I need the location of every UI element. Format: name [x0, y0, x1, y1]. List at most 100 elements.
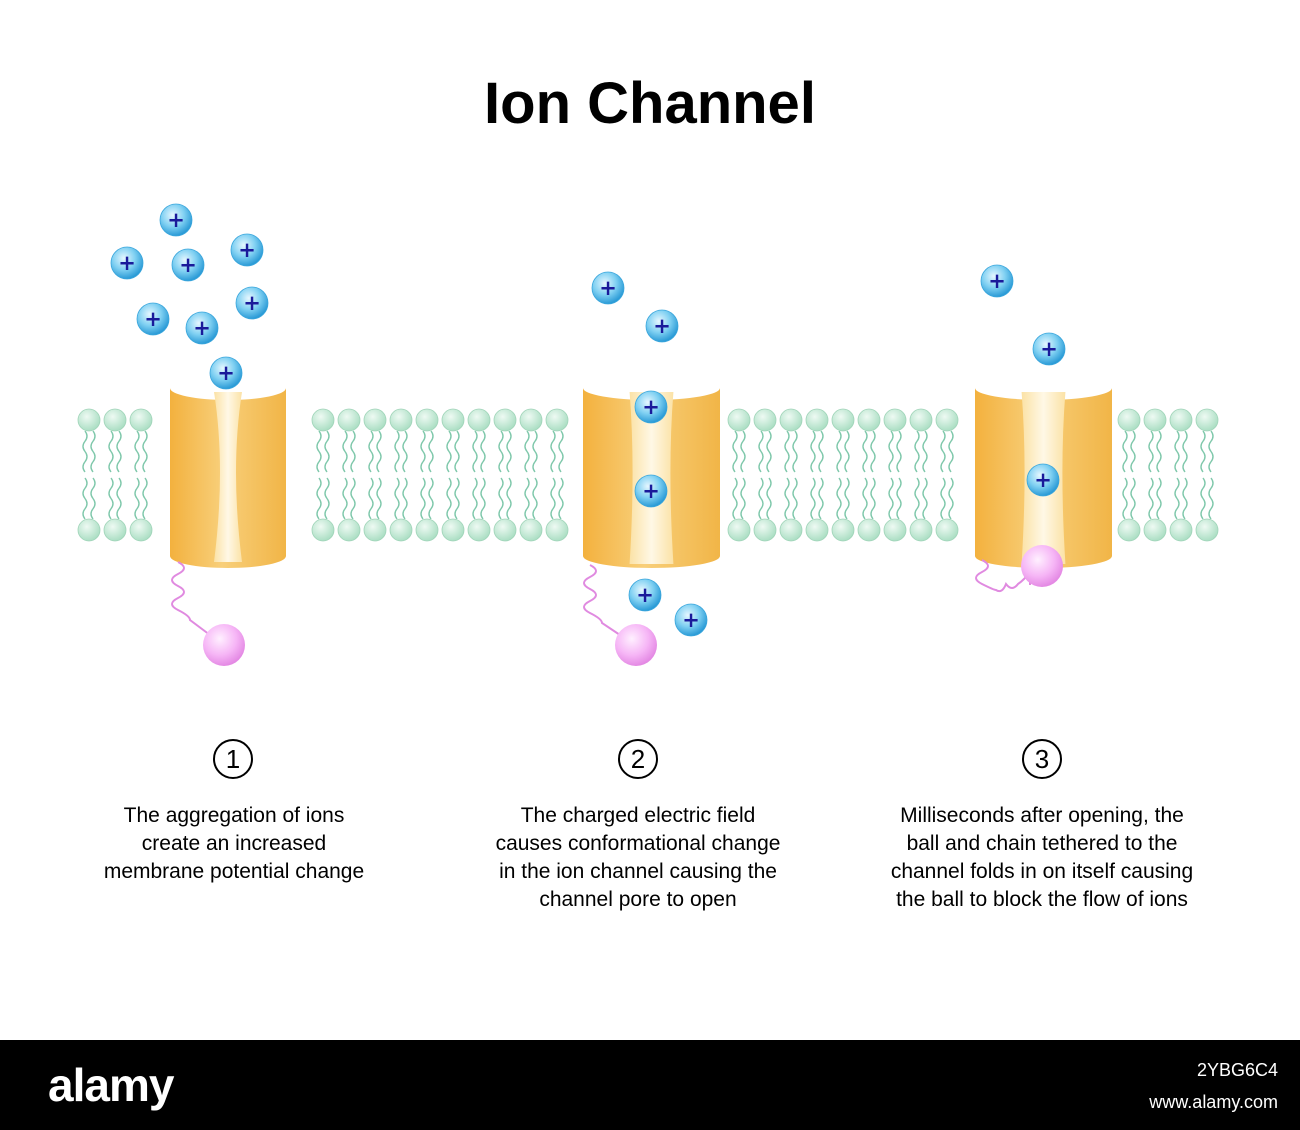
lipid-head: [337, 518, 361, 542]
lipid-tail: [454, 430, 460, 473]
ion-charge-label: +: [1040, 337, 1058, 361]
lipid-head: [727, 518, 751, 542]
lipid-tail: [498, 477, 504, 520]
caption-line: The charged electric field: [520, 804, 756, 827]
lipid-head: [1169, 408, 1193, 432]
ion-charge-label: +: [167, 208, 185, 232]
lipid-tail: [316, 477, 322, 520]
positive-ion: +: [628, 578, 662, 612]
lipid-tail: [896, 477, 902, 520]
tether-chain: [975, 559, 1031, 593]
alamy-logo: alamy: [48, 1059, 174, 1111]
lipid-tail: [454, 477, 460, 520]
lipid-head: [441, 408, 465, 432]
lipid-tail: [740, 430, 746, 473]
lipid-tail: [870, 477, 876, 520]
lipid-tail: [558, 430, 564, 473]
ion-charge-label: +: [988, 269, 1006, 293]
lipid-tail: [818, 430, 824, 473]
caption-line: in the ion channel causing the: [499, 860, 777, 883]
lipid-tail: [446, 430, 452, 473]
step-3-caption: Milliseconds after opening, the ball and…: [862, 802, 1222, 914]
lipid-tail: [732, 477, 738, 520]
lipid-head: [779, 408, 803, 432]
lipid-tail: [922, 430, 928, 473]
lipid-tail: [740, 477, 746, 520]
lipid-head: [1143, 408, 1167, 432]
ion-charge-label: +: [179, 253, 197, 277]
lipid-tail: [1130, 477, 1136, 520]
lipid-head: [883, 408, 907, 432]
lipid-head: [389, 518, 413, 542]
lipid-head: [77, 408, 101, 432]
lipid-tail: [1208, 430, 1214, 473]
lipid-tail: [1156, 477, 1162, 520]
ion-charge-label: +: [653, 314, 671, 338]
lipid-tail: [1174, 430, 1180, 473]
lipid-head: [753, 408, 777, 432]
caption-line: causes conformational change: [495, 832, 781, 855]
lipid-tail: [766, 430, 772, 473]
lipid-tail: [402, 430, 408, 473]
lipid-tail: [342, 430, 348, 473]
lipid-tail: [532, 477, 538, 520]
positive-ion: +: [634, 474, 668, 508]
ion-channel-diagram: +++++++++++++++++: [77, 203, 1219, 666]
positive-ion: +: [171, 248, 205, 282]
lipid-tail: [784, 477, 790, 520]
caption-line: channel pore to open: [539, 888, 737, 911]
positive-ion: +: [634, 390, 668, 424]
caption-line: The aggregation of ions: [123, 804, 345, 827]
positive-ion: +: [110, 246, 144, 280]
ion-charge-label: +: [642, 479, 660, 503]
lipid-head: [1195, 408, 1219, 432]
diagram-title: Ion Channel: [484, 71, 816, 136]
lipid-head: [779, 518, 803, 542]
ion-charge-label: +: [642, 395, 660, 419]
lipid-tail: [428, 430, 434, 473]
lipid-head: [935, 408, 959, 432]
lipid-tail: [142, 430, 148, 473]
lipid-tail: [844, 430, 850, 473]
ion-charge-label: +: [217, 361, 235, 385]
lipid-tail: [862, 430, 868, 473]
lipid-head: [1195, 518, 1219, 542]
lipid-tail: [402, 477, 408, 520]
inactivation-ball: [1021, 545, 1063, 587]
lipid-head: [493, 518, 517, 542]
lipid-tail: [116, 477, 122, 520]
lipid-head: [311, 408, 335, 432]
lipid-head: [519, 408, 543, 432]
lipid-head: [935, 518, 959, 542]
lipid-head: [441, 518, 465, 542]
lipid-tail: [870, 430, 876, 473]
lipid-tail: [1122, 477, 1128, 520]
lipid-tail: [316, 430, 322, 473]
lipid-tail: [792, 477, 798, 520]
lipid-head: [857, 408, 881, 432]
tether-chain: [583, 564, 621, 636]
positive-ion: +: [674, 603, 708, 637]
ion-channel-1: [170, 388, 286, 666]
ion-charge-label: +: [682, 608, 700, 632]
lipid-tail: [420, 477, 426, 520]
lipid-tail: [324, 477, 330, 520]
lipid-tail: [948, 477, 954, 520]
image-id: 2YBG6C4: [1196, 1060, 1278, 1080]
lipid-tail: [888, 477, 894, 520]
lipid-tail: [914, 430, 920, 473]
lipid-tail: [810, 430, 816, 473]
lipid-tail: [394, 430, 400, 473]
ion-charge-label: +: [1034, 468, 1052, 492]
lipid-tail: [558, 477, 564, 520]
lipid-head: [103, 408, 127, 432]
step-3-number: 3: [1022, 739, 1062, 779]
lipid-tail: [1182, 430, 1188, 473]
channel-pore: [214, 392, 242, 562]
lipid-head: [129, 408, 153, 432]
lipid-head: [1169, 518, 1193, 542]
lipid-tail: [732, 430, 738, 473]
positive-ion: +: [591, 271, 625, 305]
lipid-tail: [324, 430, 330, 473]
lipid-tail: [108, 430, 114, 473]
